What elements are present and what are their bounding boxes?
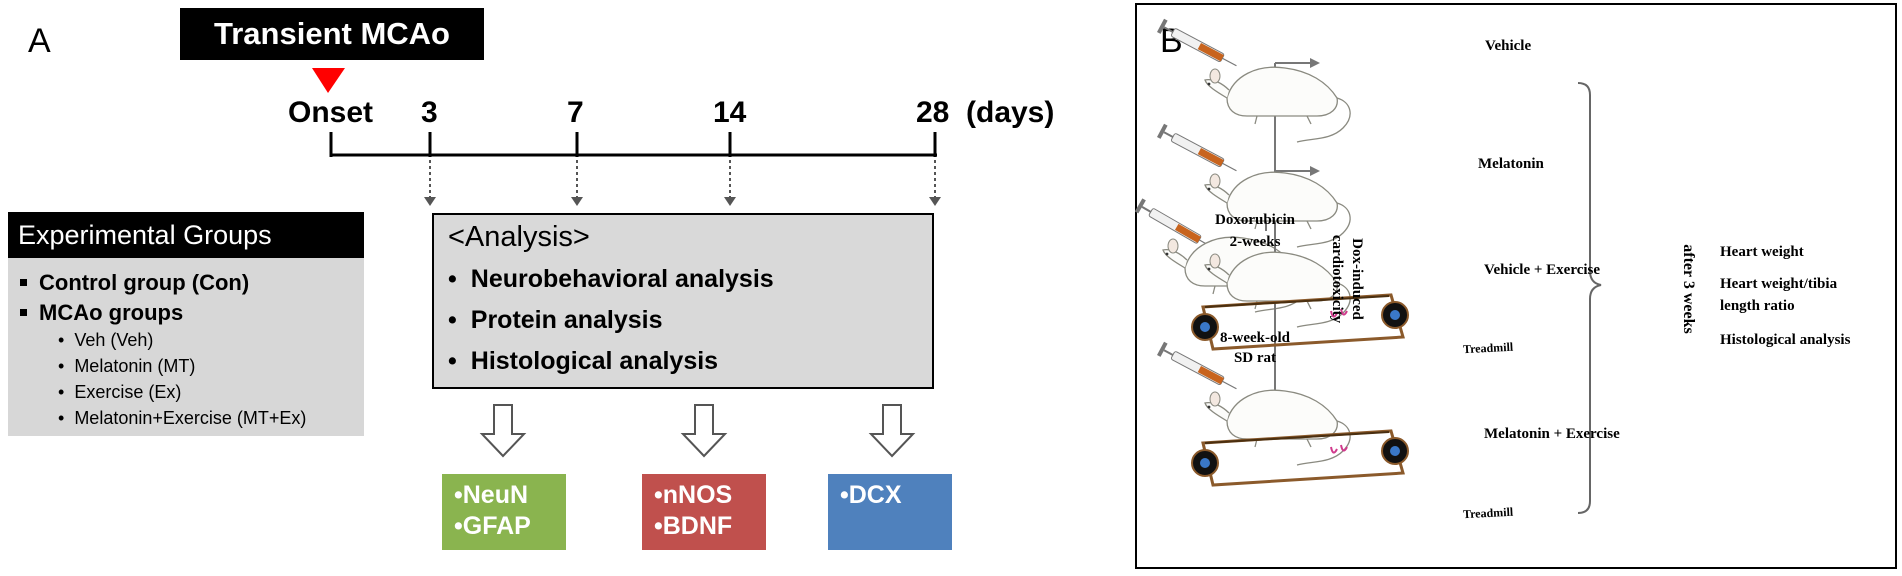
mcao-title: Transient MCAo — [214, 16, 450, 51]
down-arrow-1-icon — [479, 404, 527, 458]
outcome-ratio-line2: length ratio — [1720, 298, 1795, 314]
subgroup-item-veh: •Veh (Veh) — [58, 330, 154, 350]
marker-gfap: •GFAP — [454, 512, 531, 540]
group-label-melatonin-exercise: Melatonin + Exercise — [1484, 426, 1620, 442]
marker-box-neun-gfap: •NeuN •GFAP — [442, 474, 566, 550]
outcome-brace — [1577, 82, 1602, 514]
start-drug-label: Doxorubicin — [1214, 212, 1295, 228]
marker-box-dcx: •DCX — [828, 474, 952, 550]
onset-marker-icon — [312, 68, 345, 93]
treadmill-label-1: Treadmill — [1462, 339, 1514, 357]
melatonin-syringe-icon — [1156, 122, 1241, 179]
outcome-ratio-line1: Heart weight/tibia — [1720, 276, 1838, 292]
marker-nnos: •nNOS — [654, 481, 733, 509]
treadmill-label-2: Treadmill — [1462, 504, 1514, 522]
melatonin-exercise-rat-icon — [1204, 389, 1351, 466]
down-arrow-2-icon — [680, 404, 728, 458]
mcao-title-box: Transient MCAo — [180, 8, 484, 60]
experimental-groups-title: Experimental Groups — [8, 212, 364, 258]
start-animal-label-1: 8-week-old — [1220, 330, 1290, 346]
marker-bdnf: •BDNF — [654, 512, 733, 540]
after-weeks-label: after 3 weeks — [1680, 244, 1697, 334]
start-animal-label-2: SD rat — [1233, 350, 1277, 366]
bullet-square-icon — [20, 278, 27, 286]
dox-label-1: Dox-induced — [1349, 238, 1365, 320]
group-label-vehicle-exercise: Vehicle + Exercise — [1484, 262, 1601, 278]
dox-label-2: cardiotoxicity — [1329, 234, 1345, 324]
analysis-title: <Analysis> — [448, 221, 590, 253]
analysis-item-neurobehavioral: •Neurobehavioral analysis — [448, 265, 774, 293]
vehicle-rat-icon — [1204, 66, 1351, 143]
panel-b-graphic — [1135, 17, 1602, 514]
timeline-graphic — [312, 68, 941, 458]
timeline-onset-label: Onset — [288, 96, 374, 129]
timeline-day-7: 7 — [567, 96, 584, 129]
timeline-day-14: 14 — [713, 96, 747, 129]
timeline-unit: (days) — [966, 96, 1055, 129]
subgroup-item-mt: •Melatonin (MT) — [58, 356, 196, 376]
vehicle-syringe-icon — [1156, 17, 1241, 74]
analysis-box: <Analysis> •Neurobehavioral analysis •Pr… — [432, 213, 934, 389]
timeline-day-3: 3 — [421, 96, 438, 129]
analysis-item-protein: •Protein analysis — [448, 306, 663, 334]
down-arrow-3-icon — [868, 404, 916, 458]
marker-dcx: •DCX — [840, 481, 902, 509]
group-label-vehicle: Vehicle — [1485, 38, 1532, 54]
outcome-heart-weight: Heart weight — [1720, 244, 1804, 260]
group-item-mcao: MCAo groups — [20, 300, 183, 326]
marker-neun: •NeuN — [454, 481, 529, 509]
bullet-square-icon — [20, 308, 27, 316]
group-label-melatonin: Melatonin — [1478, 156, 1544, 172]
panel-a-label: A — [28, 22, 51, 60]
group-item-control: Control group (Con) — [20, 270, 249, 296]
panel-b-frame — [1135, 3, 1897, 569]
start-duration-label: 2-weeks — [1229, 234, 1281, 250]
subgroup-item-ex: •Exercise (Ex) — [58, 382, 182, 402]
experimental-groups-box: Control group (Con) MCAo groups •Veh (Ve… — [8, 258, 364, 436]
timeline-day-28: 28 — [916, 96, 950, 129]
marker-box-nnos-bdnf: •nNOS •BDNF — [642, 474, 766, 550]
subgroup-item-mt-ex: •Melatonin+Exercise (MT+Ex) — [58, 408, 307, 428]
analysis-item-histological: •Histological analysis — [448, 347, 719, 375]
outcome-histological: Histological analysis — [1720, 332, 1851, 348]
